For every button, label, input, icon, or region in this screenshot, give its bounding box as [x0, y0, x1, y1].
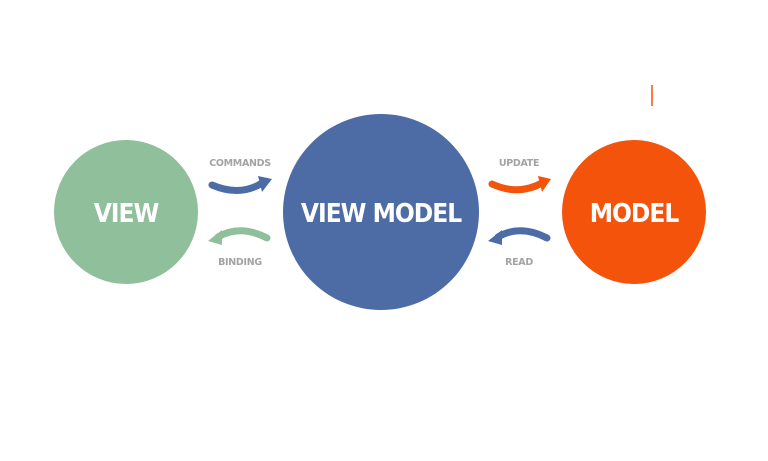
- view-node: VIEW: [54, 140, 198, 284]
- arrowhead-icon: [488, 230, 502, 245]
- arrowhead-icon: [208, 230, 222, 245]
- binding-arrow: [208, 227, 271, 245]
- update-arrow: [488, 176, 551, 194]
- read-label: READ: [505, 257, 533, 268]
- read-arrow: [488, 227, 551, 245]
- view-label: VIEW: [94, 199, 160, 229]
- arrowhead-icon: [258, 176, 272, 192]
- view-circle: [54, 140, 198, 284]
- model-label: MODEL: [590, 199, 680, 229]
- binding-label: BINDING: [218, 257, 262, 268]
- view-model-circle: [283, 114, 479, 310]
- update-label: UPDATE: [499, 158, 539, 169]
- view-model-node: VIEW MODEL: [283, 114, 479, 310]
- model-circle: [562, 140, 706, 284]
- commands-arrow: [208, 176, 272, 194]
- model-node: MODEL: [562, 140, 706, 284]
- arrowhead-icon: [538, 176, 551, 192]
- commands-label: COMMANDS: [209, 158, 271, 169]
- view-model-label: VIEW MODEL: [301, 199, 462, 229]
